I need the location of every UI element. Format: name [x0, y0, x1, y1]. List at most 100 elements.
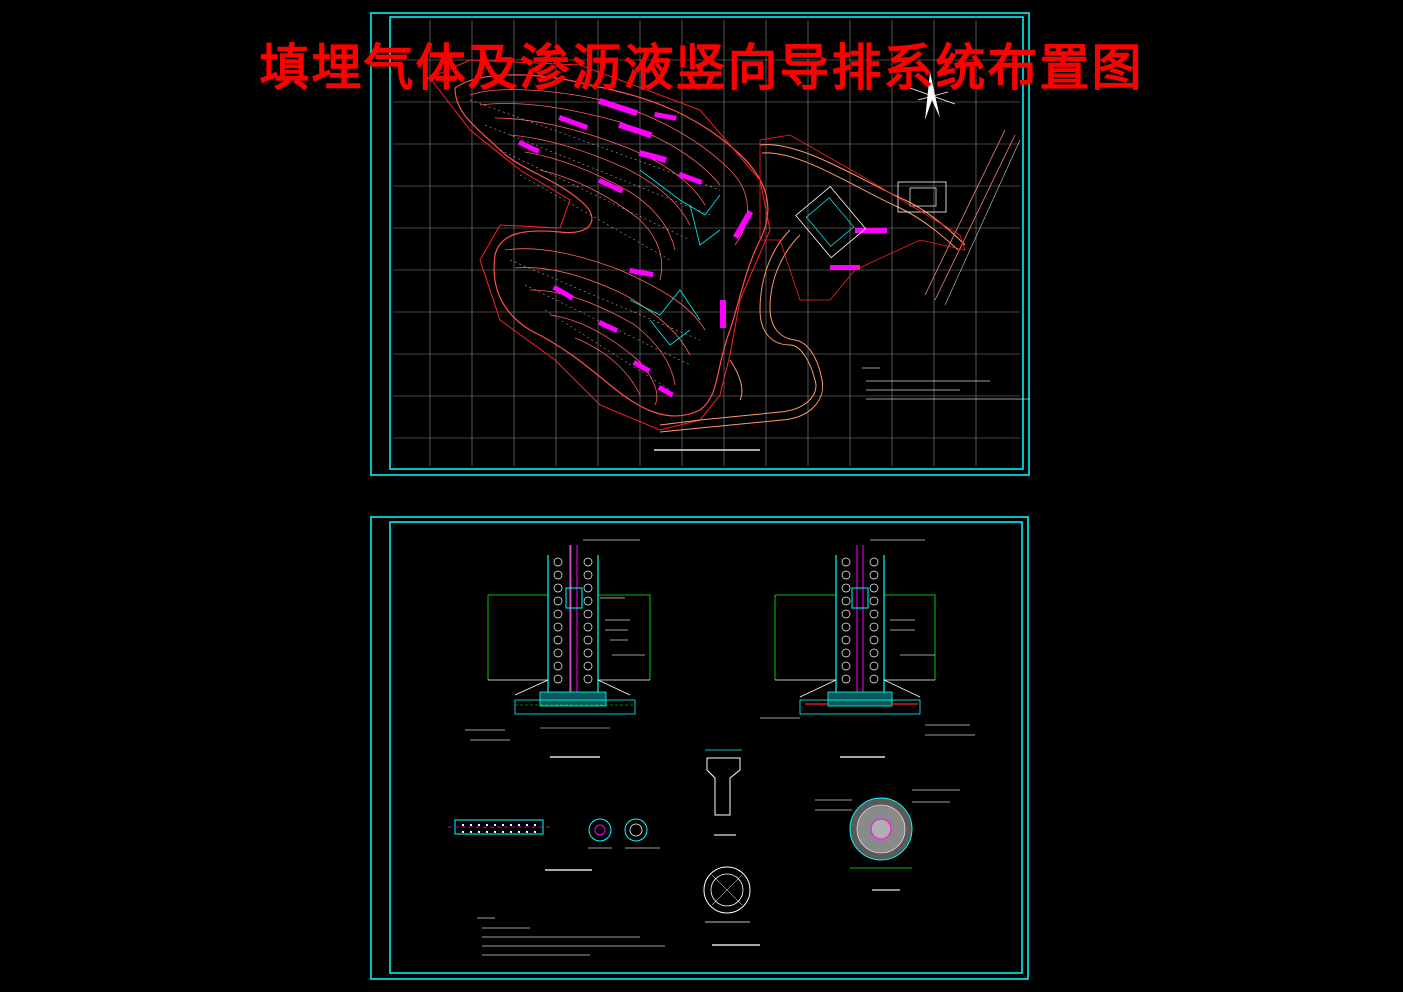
gravel-circle	[553, 648, 563, 658]
gravel-circle	[869, 557, 879, 567]
north-arrow-icon	[909, 72, 956, 120]
highway-edge	[924, 129, 1006, 296]
pipe-hole	[502, 831, 504, 833]
gravel-circle	[583, 557, 593, 567]
top-sheet-outer-frame	[370, 12, 1030, 476]
pipe-cross-sections	[588, 818, 660, 849]
pipe-hole	[518, 831, 520, 833]
gravel-circle	[553, 557, 563, 567]
pipe-hole	[462, 831, 464, 833]
pipe-line	[689, 204, 721, 246]
gravel-circle	[583, 570, 593, 580]
pipe-hole	[534, 824, 536, 826]
drawing-title: 填埋气体及渗沥液竖向导排系统布置图	[259, 38, 1144, 97]
gravel-circle	[583, 674, 593, 684]
well-marker	[629, 268, 654, 278]
bottom-sheet-outer-frame	[370, 516, 1029, 980]
gravel-circle	[841, 648, 851, 658]
gas-wells	[517, 98, 887, 398]
gravel-circle	[869, 674, 879, 684]
highway-edge	[934, 134, 1016, 301]
pipe-hole	[510, 831, 512, 833]
gravel-circle	[841, 609, 851, 619]
well-marker	[638, 150, 668, 164]
highway	[924, 129, 1021, 306]
pipe-hole	[478, 831, 480, 833]
road-edge	[761, 152, 959, 251]
gravel-circle	[553, 622, 563, 632]
gravel-circle	[841, 674, 851, 684]
road-edge	[729, 359, 743, 401]
gravel-circle	[869, 622, 879, 632]
pipe-hole	[478, 824, 480, 826]
gravel-circle	[869, 596, 879, 606]
gravel-circle	[841, 557, 851, 567]
well-section-detail-1	[465, 539, 651, 758]
road-edge	[659, 229, 817, 426]
well-marker	[678, 171, 703, 185]
pipe-hole	[470, 824, 472, 826]
contour-line	[494, 117, 706, 206]
pipe-hole	[518, 824, 520, 826]
gravel-circle	[553, 596, 563, 606]
gravel-circle	[583, 596, 593, 606]
gravel-circle	[583, 622, 593, 632]
gravel-circle	[583, 583, 593, 593]
gravel-circle	[553, 635, 563, 645]
pipe-line	[649, 319, 691, 346]
road-edge	[659, 234, 824, 433]
gravel-circle	[553, 570, 563, 580]
gravel-circle	[869, 583, 879, 593]
contour-line	[514, 267, 691, 356]
gravel-circle	[869, 648, 879, 658]
contour-line	[574, 337, 641, 396]
treatment-pond	[805, 197, 855, 247]
pipe-hole	[470, 831, 472, 833]
well-marker	[720, 300, 726, 328]
top-sheet	[370, 12, 1030, 476]
project-boundary	[429, 59, 771, 431]
highway-edge	[944, 139, 1021, 306]
gravel-circle	[841, 622, 851, 632]
gravel-circle	[869, 635, 879, 645]
pipe-line	[629, 289, 701, 321]
contour-line	[469, 89, 748, 246]
well-cap-detail	[705, 749, 742, 836]
office-building	[909, 187, 937, 207]
well-marker	[598, 98, 639, 117]
slope-hatch	[469, 99, 721, 391]
well-marker	[597, 320, 619, 333]
gravel-circle	[869, 570, 879, 580]
contour-line	[504, 248, 706, 331]
gravel-circle	[841, 635, 851, 645]
landfill-site-plan	[454, 74, 769, 417]
well-marker	[657, 384, 674, 398]
gravel-circle	[841, 570, 851, 580]
gravel-circle	[583, 661, 593, 671]
well-marker	[517, 140, 540, 154]
contour-line	[529, 289, 676, 386]
gravel-circle	[841, 583, 851, 593]
contour-line	[549, 314, 658, 406]
gravel-circle	[869, 609, 879, 619]
contour-line	[539, 169, 663, 281]
pipe-hole	[526, 831, 528, 833]
notes-block-top	[862, 367, 1030, 400]
pipe-hole	[526, 824, 528, 826]
bottom-sheet-inner-frame	[389, 521, 1023, 974]
well-section-detail-2	[760, 539, 975, 758]
treatment-plant	[795, 185, 867, 259]
well-marker	[733, 210, 754, 239]
well-marker	[558, 114, 589, 130]
gravel-circle	[869, 661, 879, 671]
stone-cage-plan	[703, 866, 760, 946]
gravel-circle	[841, 596, 851, 606]
well-marker	[618, 122, 653, 139]
gravel-circle	[553, 583, 563, 593]
pipe-line	[639, 169, 721, 216]
gravel-circle	[583, 609, 593, 619]
well-marker	[830, 265, 860, 270]
gravel-well-plan	[815, 789, 960, 891]
perforated-pipe-detail	[448, 819, 592, 871]
